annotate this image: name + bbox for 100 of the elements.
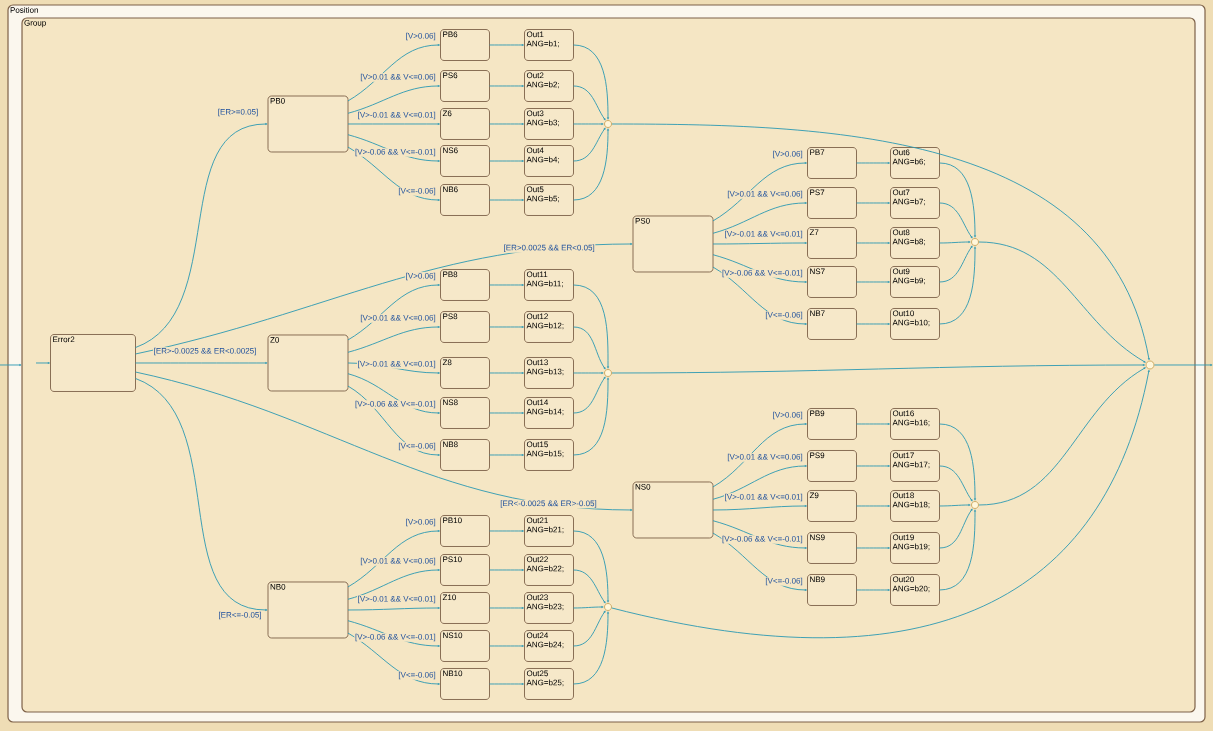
transition-arrow xyxy=(573,127,606,162)
transition-arrow xyxy=(135,362,268,364)
guard-label: [V>-0.01 && V<=0.01] xyxy=(724,230,804,239)
guard-label: [V>-0.06 && V<=-0.01] xyxy=(354,633,437,642)
state-box: Z9 xyxy=(807,490,857,522)
state-box: PS6 xyxy=(440,70,490,102)
state-box: PB6 xyxy=(440,29,490,61)
guard-label: [ER<=-0.05] xyxy=(217,611,263,620)
transition-arrow xyxy=(35,362,50,364)
state-box: PB8 xyxy=(440,269,490,301)
state-box: NS6 xyxy=(440,145,490,177)
guard-label: [V>-0.06 && V<=-0.01] xyxy=(721,535,804,544)
state-box: Out18 ANG=b18; xyxy=(890,490,940,522)
state-box: Out13 ANG=b13; xyxy=(524,357,574,389)
state-box: Out4 ANG=b4; xyxy=(524,145,574,177)
transition-arrow xyxy=(489,683,524,685)
state-box: Out15 ANG=b15; xyxy=(524,439,574,471)
transition-arrow xyxy=(347,146,440,201)
guard-label: [V<=-0.06] xyxy=(397,187,437,196)
guard-label: [V>0.01 && V<=0.06] xyxy=(359,314,437,323)
guard-label: [V>-0.06 && V<=-0.01] xyxy=(721,269,804,278)
state-box: NB7 xyxy=(807,308,857,340)
transition-arrow xyxy=(347,373,440,414)
state-box: PB7 xyxy=(807,147,857,179)
transition-arrow xyxy=(573,326,606,370)
state-box: Z7 xyxy=(807,227,857,259)
state-box: Out21 ANG=b21; xyxy=(524,515,574,547)
state-box: Out12 ANG=b12; xyxy=(524,311,574,343)
transition-arrow xyxy=(712,465,807,500)
transition-arrow xyxy=(856,589,890,591)
guard-label: [V<=-0.06] xyxy=(764,311,804,320)
state-box: NS9 xyxy=(807,532,857,564)
transition-arrow xyxy=(489,284,524,286)
transition-arrow xyxy=(347,385,440,456)
state-box: Out11 ANG=b11; xyxy=(524,269,574,301)
transition-arrow xyxy=(489,530,524,532)
transition-arrow xyxy=(939,162,976,238)
transition-arrow xyxy=(939,508,973,549)
state-box: Z8 xyxy=(440,357,490,389)
state-box: NB6 xyxy=(440,184,490,216)
transition-arrow xyxy=(573,377,609,456)
transition-arrow xyxy=(939,241,971,244)
transition-arrow xyxy=(856,423,890,425)
guard-label: [V<=-0.06] xyxy=(397,671,437,680)
transition-arrow xyxy=(856,323,890,325)
state-box: Out7 ANG=b7; xyxy=(890,187,940,219)
state-box: PS8 xyxy=(440,311,490,343)
guard-label: [ER>=0.05] xyxy=(217,108,259,117)
state-box: Out17 ANG=b17; xyxy=(890,450,940,482)
state-box: NB0 xyxy=(267,581,349,639)
transition-arrow xyxy=(347,284,440,341)
transition-arrow xyxy=(135,371,633,511)
transition-arrow xyxy=(347,569,440,600)
guard-label: [V>0.06] xyxy=(405,272,437,281)
guard-label: [V>0.01 && V<=0.06] xyxy=(359,557,437,566)
transition-arrow xyxy=(489,645,524,647)
transition-arrow xyxy=(347,85,440,114)
transition-arrow xyxy=(347,44,440,102)
state-box: PS0 xyxy=(632,215,714,273)
transition-arrow xyxy=(856,242,890,244)
transition-arrow xyxy=(712,202,807,234)
guard-label: [V>0.06] xyxy=(772,411,804,420)
state-box: Out5 ANG=b5; xyxy=(524,184,574,216)
state-box: Out3 ANG=b3; xyxy=(524,108,574,140)
transition-arrow xyxy=(856,162,890,164)
transition-arrow xyxy=(573,123,604,125)
transition-arrow xyxy=(489,123,524,125)
transition-arrow xyxy=(573,372,604,374)
transition-arrow xyxy=(573,128,609,201)
transition-arrow xyxy=(856,202,890,204)
state-box: NS0 xyxy=(632,481,714,539)
transition-arrow xyxy=(978,241,1146,363)
transition-arrow xyxy=(489,454,524,456)
state-box: Out25 ANG=b25; xyxy=(524,668,574,700)
state-box: Out24 ANG=b24; xyxy=(524,630,574,662)
transition-arrow xyxy=(489,199,524,201)
transition-arrow xyxy=(712,266,807,325)
state-box: PB0 xyxy=(267,95,349,153)
transition-arrow xyxy=(489,372,524,374)
guard-label: [ER>0.0025 && ER<0.05] xyxy=(502,243,596,253)
state-box: NB10 xyxy=(440,668,490,700)
guard-label: [V>0.01 && V<=0.06] xyxy=(359,73,437,82)
transition-arrow xyxy=(712,505,807,511)
state-box: Z6 xyxy=(440,108,490,140)
transition-arrow xyxy=(856,547,890,549)
transition-arrow xyxy=(489,160,524,162)
guard-label: [V>-0.01 && V<=0.01] xyxy=(357,360,437,369)
state-box: Out20 ANG=b20; xyxy=(890,574,940,606)
guard-label: [V<=-0.06] xyxy=(397,442,437,451)
transition-arrow xyxy=(939,509,976,591)
transition-arrow xyxy=(939,504,971,507)
transition-arrow xyxy=(573,44,609,120)
transition-arrow xyxy=(573,284,609,369)
guard-label: [ER>-0.0025 && ER<0.0025] xyxy=(153,347,257,356)
state-box: Out22 ANG=b22; xyxy=(524,554,574,586)
state-box: Error2 xyxy=(50,334,136,392)
transition-arrow xyxy=(573,376,606,414)
transition-arrow xyxy=(489,326,524,328)
transition-arrow xyxy=(347,530,440,588)
state-box: PB9 xyxy=(807,408,857,440)
